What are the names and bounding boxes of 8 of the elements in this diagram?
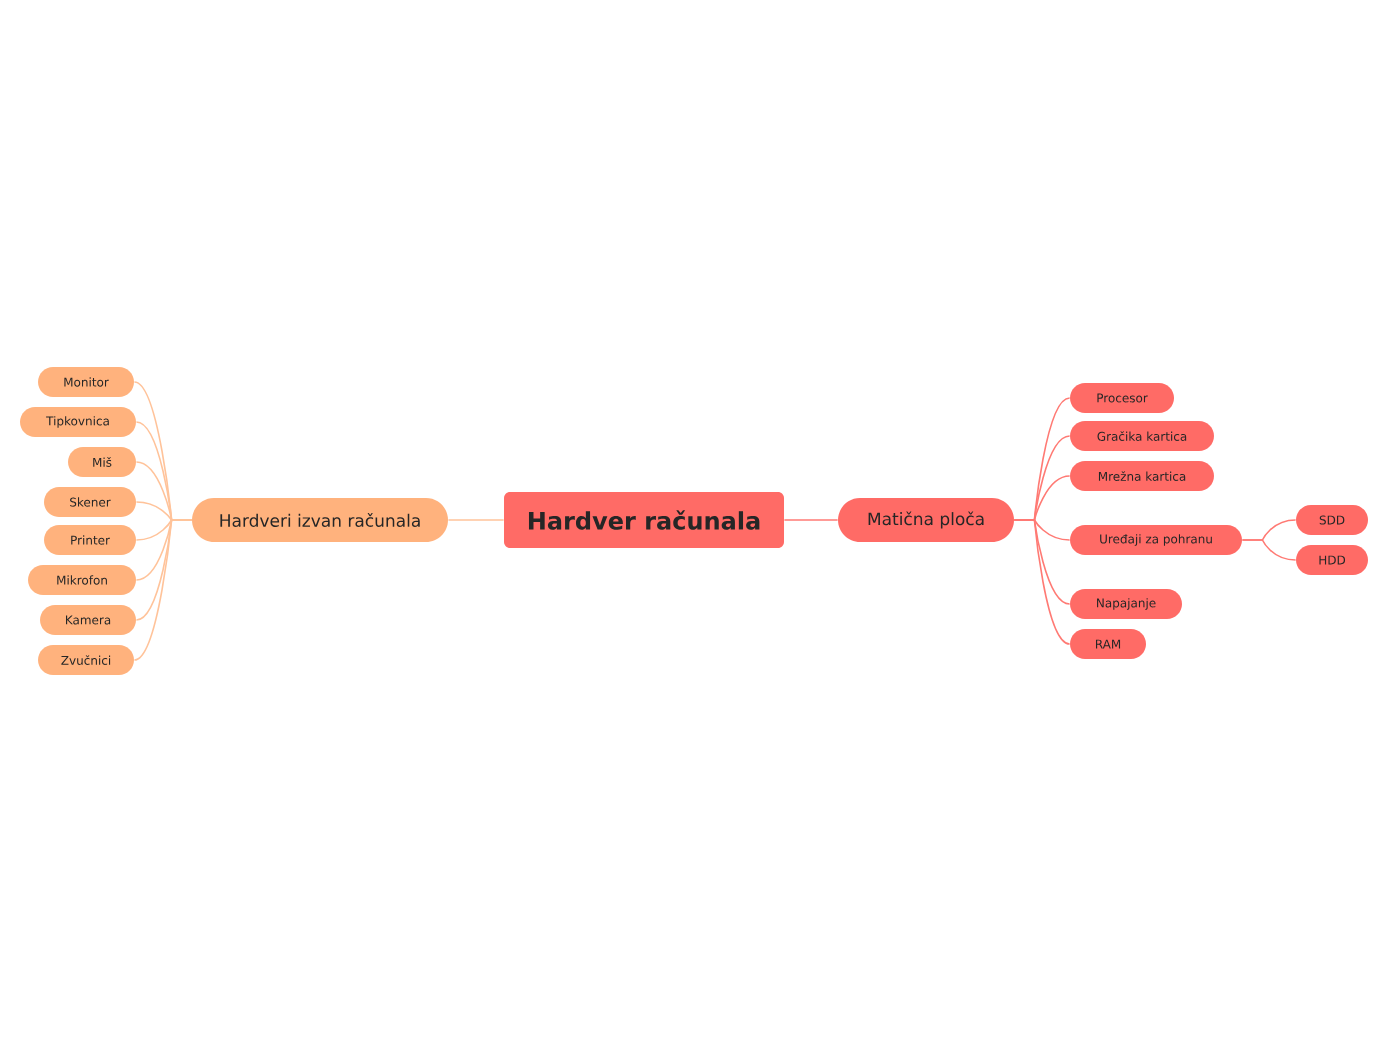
branch-line xyxy=(447,519,505,521)
branch-line xyxy=(1241,539,1297,561)
central-topic-box: Hardver računala xyxy=(504,492,784,548)
topic-box: Matična ploča xyxy=(838,498,1014,542)
branch-line xyxy=(1013,519,1071,645)
branch-line xyxy=(783,519,839,521)
branch-line xyxy=(133,519,193,661)
topic-box: Hardveri izvan računala xyxy=(192,498,448,542)
